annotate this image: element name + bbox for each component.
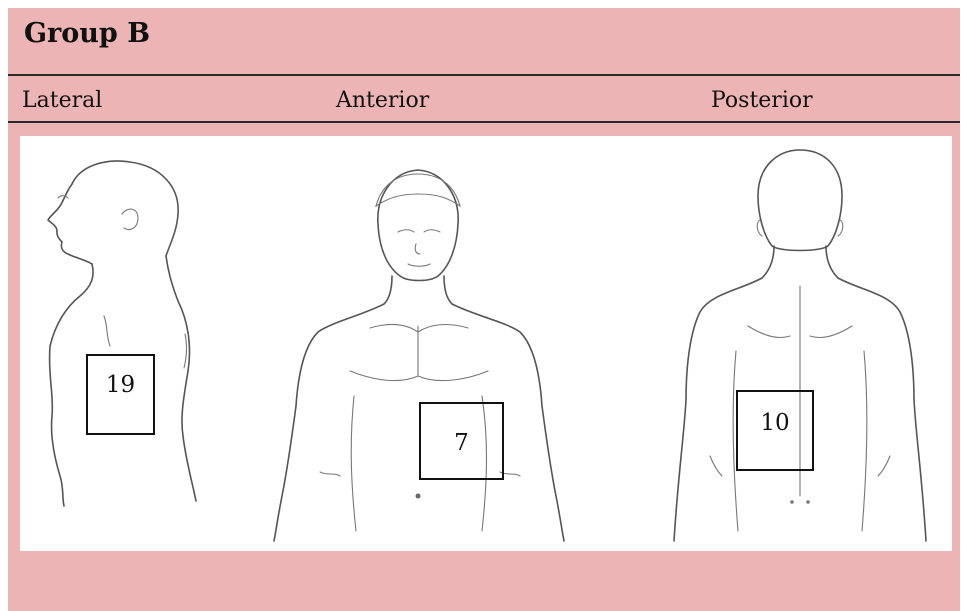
count-box-lateral: 19 — [86, 354, 155, 435]
column-label-anterior: Anterior — [336, 88, 429, 113]
body-figures-svg — [20, 136, 952, 551]
column-label-posterior: Posterior — [711, 88, 813, 113]
count-value-posterior: 10 — [760, 410, 789, 436]
lateral-body-icon — [48, 161, 196, 506]
title-bar: Group B — [8, 8, 960, 74]
header-rule-bottom — [8, 121, 960, 123]
column-label-lateral: Lateral — [22, 88, 102, 113]
posterior-body-icon — [674, 150, 926, 541]
body-figures-area: 19 7 10 — [20, 136, 952, 551]
group-panel: Group B Lateral Anterior Posterior — [8, 8, 960, 611]
header-rule-top — [8, 74, 960, 76]
count-box-posterior: 10 — [736, 390, 814, 471]
anterior-body-icon — [274, 170, 564, 541]
count-value-lateral: 19 — [106, 372, 135, 398]
group-title: Group B — [24, 18, 150, 49]
count-value-anterior: 7 — [454, 430, 469, 456]
count-box-anterior: 7 — [419, 402, 504, 480]
